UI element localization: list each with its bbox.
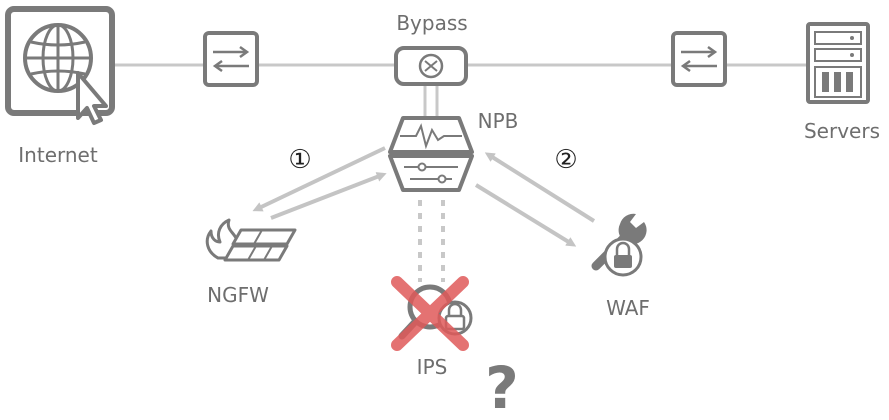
waf-node: WAF: [591, 213, 650, 320]
bypass-npb-link: [423, 84, 439, 118]
question-mark: ?: [485, 354, 519, 420]
bypass-node: Bypass: [394, 11, 468, 86]
wrench-lock-icon: [591, 213, 647, 277]
step-two-marker: ②: [554, 145, 577, 175]
arrow-npb-to-ngfw: [252, 146, 386, 212]
npb-ips-dashed-link: [418, 200, 445, 282]
bypass-switch-icon: [394, 46, 468, 86]
servers-node: Servers: [804, 22, 880, 143]
step-one-marker: ①: [288, 145, 311, 175]
server-rack-icon: [806, 22, 870, 104]
ngfw-node: NGFW: [205, 218, 297, 307]
arrow-waf-to-npb: [484, 152, 596, 223]
waf-label: WAF: [606, 296, 650, 320]
internet-label: Internet: [18, 143, 98, 167]
failure-cross-icon: [391, 276, 469, 351]
firewall-icon: [205, 218, 297, 262]
globe-cursor-icon: [5, 6, 115, 125]
servers-label: Servers: [804, 119, 880, 143]
ips-node: IPS: [391, 276, 473, 379]
right-switch-icon: [671, 31, 727, 87]
ips-label: IPS: [417, 355, 448, 379]
internet-node: Internet: [5, 6, 115, 167]
packet-broker-icon: [388, 116, 474, 192]
left-switch-icon: [203, 31, 259, 87]
ngfw-label: NGFW: [207, 283, 269, 307]
arrow-ngfw-to-npb: [270, 172, 387, 220]
bypass-label: Bypass: [396, 11, 467, 35]
npb-node: NPB: [388, 109, 519, 192]
arrow-npb-to-waf: [474, 183, 577, 247]
npb-label: NPB: [478, 109, 519, 133]
